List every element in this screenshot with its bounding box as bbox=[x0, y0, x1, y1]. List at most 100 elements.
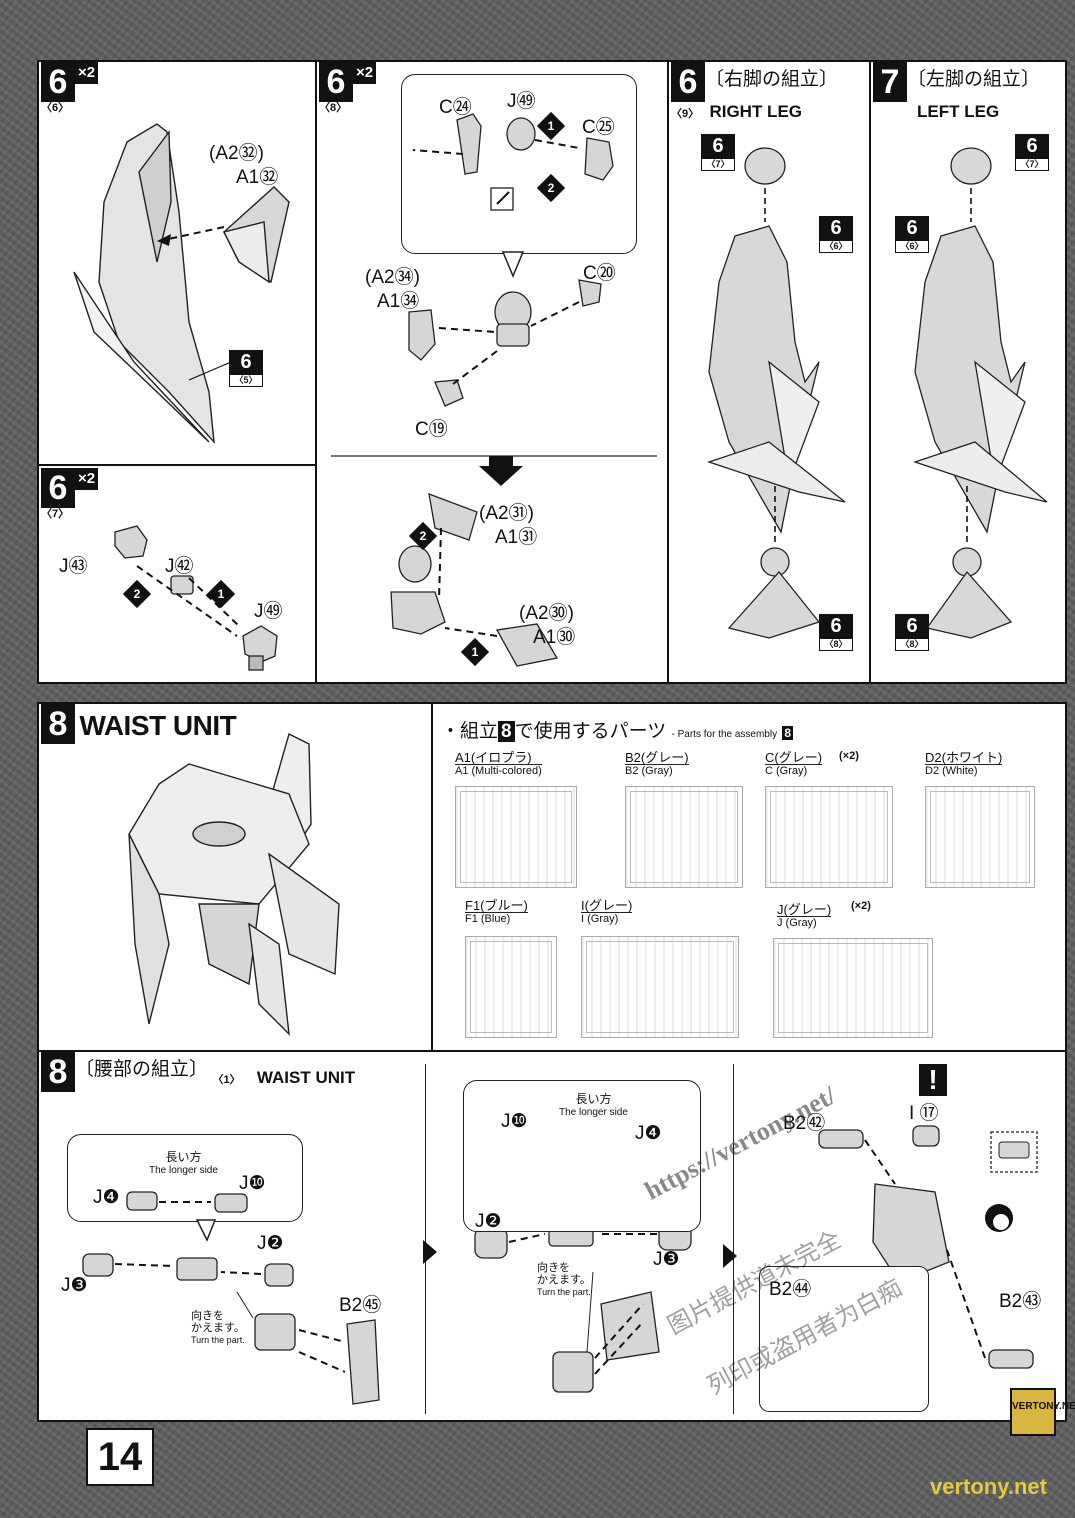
ref-badge-6-6: 6〈6〉 bbox=[895, 216, 929, 253]
waist-unit-illustration bbox=[128, 732, 340, 1036]
part-label-j3: J❸ bbox=[61, 1275, 88, 1296]
step-marker-2b: 2 bbox=[408, 521, 438, 551]
runner-label-c: C(グレー)C (Gray) bbox=[765, 750, 823, 777]
section-title: WAIST UNIT bbox=[79, 710, 237, 741]
title-en: WAIST UNIT bbox=[256, 1068, 356, 1087]
step-number: 8 bbox=[41, 704, 75, 744]
runner-label-f1: F1(ブルー)F1 (Blue) bbox=[465, 898, 528, 925]
part-label-c19: C⑲ bbox=[415, 419, 448, 440]
part-label-a1-30: A1㉚ bbox=[533, 627, 576, 648]
part-label-j4: J❹ bbox=[93, 1187, 120, 1208]
panel-step-6-8: 6×2 〈8〉 bbox=[315, 60, 669, 684]
panel-waist-unit-overview: 8 WAIST UNIT bbox=[37, 702, 433, 1052]
step-marker-1: 1 bbox=[536, 111, 566, 141]
part-label-a2-32: (A2㉜) bbox=[209, 143, 264, 164]
part-label-c25: C㉕ bbox=[582, 117, 615, 138]
part-label-j2-b: J❷ bbox=[475, 1211, 502, 1232]
title-en: LEFT LEG bbox=[917, 102, 1000, 121]
left-leg-illustration bbox=[912, 147, 1048, 639]
step-sub: 〈6〉 bbox=[41, 102, 70, 114]
ref-badge-6-7: 6〈7〉 bbox=[701, 134, 735, 171]
step-header: 6〔右脚の組立〕 〈9〉 RIGHT LEG bbox=[671, 62, 869, 122]
turn-part-note-1: 向きを かえます。 Turn the part. bbox=[191, 1310, 245, 1345]
part-label-b242: B2㊷ bbox=[783, 1113, 826, 1134]
longer-side-callout-2 bbox=[463, 1080, 701, 1232]
sub-assembly-callout bbox=[759, 1266, 929, 1412]
runner-f1 bbox=[465, 936, 557, 1038]
panel-right-leg: 6〔右脚の組立〕 〈9〉 RIGHT LEG 6〈7〉 6〈6〉 6〈8〉 bbox=[667, 60, 871, 684]
step-header: 8〔腰部の組立〕 〈1〉 WAIST UNIT bbox=[41, 1052, 355, 1092]
multiplier-badge: ×2 bbox=[353, 62, 377, 84]
leg-assembly-illustration bbox=[73, 123, 290, 445]
part-label-j42: J㊷ bbox=[165, 556, 194, 577]
runner-i bbox=[581, 936, 739, 1038]
step-number: 6 bbox=[319, 62, 353, 102]
runner-label-d2: D2(ホワイト)D2 (White) bbox=[925, 750, 1003, 777]
panel-waist-assembly: 8〔腰部の組立〕 〈1〉 WAIST UNIT bbox=[37, 1050, 1067, 1422]
runner-j-mult: (×2) bbox=[851, 900, 871, 912]
part-label-c20: C⑳ bbox=[583, 263, 616, 284]
runner-label-a1: A1(イロプラ)A1 (Multi-colored) bbox=[455, 750, 542, 777]
multiplier-badge: ×2 bbox=[75, 62, 99, 84]
title-jp: 〔腰部の組立〕 bbox=[75, 1059, 209, 1080]
part-label-j3-b: J❸ bbox=[653, 1249, 680, 1270]
divider-2 bbox=[733, 1064, 734, 1414]
step-marker-2: 2 bbox=[122, 579, 152, 609]
part-label-j10: J❿ bbox=[239, 1173, 266, 1194]
ref-badge-6-8: 6〈8〉 bbox=[819, 614, 853, 651]
divider-1 bbox=[425, 1064, 426, 1414]
page-number: 14 bbox=[86, 1428, 154, 1486]
step-marker-1: 1 bbox=[206, 579, 236, 609]
step-marker-2: 2 bbox=[536, 173, 566, 203]
step-number: 7 bbox=[873, 62, 907, 102]
vertony-logo: VERTONY.NET bbox=[1010, 1388, 1075, 1436]
title-jp: 〔左脚の組立〕 bbox=[907, 69, 1041, 90]
step-header: 8 WAIST UNIT bbox=[41, 704, 237, 744]
step-header: 6×2 〈8〉 bbox=[319, 62, 377, 114]
runner-b2 bbox=[625, 786, 743, 888]
part-label-a1-32: A1㉜ bbox=[236, 167, 279, 188]
longer-side-label-1: 長い方 The longer side bbox=[149, 1150, 218, 1176]
step-header: 7〔左脚の組立〕 LEFT LEG bbox=[873, 62, 1040, 122]
joint-assembly-illustration bbox=[114, 525, 278, 671]
longer-side-label-2: 長い方 The longer side bbox=[559, 1092, 628, 1118]
part-label-j4-b: J❹ bbox=[635, 1123, 662, 1144]
step-sub: 〈1〉 bbox=[212, 1074, 241, 1086]
right-leg-illustration bbox=[706, 147, 846, 639]
warning-icon: ! bbox=[919, 1064, 947, 1096]
shoulder-joint-illustration bbox=[331, 113, 657, 667]
part-label-j2: J❷ bbox=[257, 1233, 284, 1254]
part-label-b243: B2㊸ bbox=[999, 1291, 1042, 1312]
runner-d2 bbox=[925, 786, 1035, 888]
part-label-b245: B2㊺ bbox=[339, 1295, 382, 1316]
part-label-b244: B2㊹ bbox=[769, 1279, 812, 1300]
ref-num: 6 bbox=[229, 350, 263, 374]
longer-side-callout-1 bbox=[67, 1134, 303, 1222]
part-label-c24: C㉔ bbox=[439, 97, 472, 118]
panel-left-leg: 7〔左脚の組立〕 LEFT LEG 6〈7〉 6〈6〉 6〈8〉 bbox=[869, 60, 1067, 684]
step-marker-1b: 1 bbox=[460, 637, 490, 667]
turn-part-note-2: 向きを かえます。 Turn the part. bbox=[537, 1262, 591, 1297]
runner-label-j: J(グレー)J (Gray) bbox=[777, 902, 832, 929]
part-label-j10-b: J❿ bbox=[501, 1111, 528, 1132]
ref-badge-6-5: 6 〈5〉 bbox=[229, 350, 263, 387]
part-label-i17: I ⑰ bbox=[909, 1103, 939, 1124]
runner-label-b2: B2(グレー)B2 (Gray) bbox=[625, 750, 689, 777]
step-sub: 〈8〉 bbox=[319, 102, 348, 114]
runner-label-i: I(グレー)I (Gray) bbox=[581, 898, 633, 925]
ref-sub: 〈5〉 bbox=[229, 374, 263, 387]
ref-badge-6-8: 6〈8〉 bbox=[895, 614, 929, 651]
runner-c bbox=[765, 786, 893, 888]
step-number: 8 bbox=[41, 1052, 75, 1092]
panel-step-6-7: 6×2 〈7〉 J㊸ J㊷ J㊾ 1 2 bbox=[37, 464, 317, 684]
part-label-a1-31: A1㉛ bbox=[495, 527, 538, 548]
step-sub: 〈7〉 bbox=[41, 508, 70, 520]
multiplier-badge: ×2 bbox=[75, 468, 99, 490]
runner-j bbox=[773, 938, 933, 1038]
part-label-j49: J㊾ bbox=[507, 91, 536, 112]
step-number: 6 bbox=[671, 62, 705, 102]
step-header: 6×2 〈7〉 bbox=[41, 468, 99, 520]
part-label-a1-34: A1㉞ bbox=[377, 291, 420, 312]
